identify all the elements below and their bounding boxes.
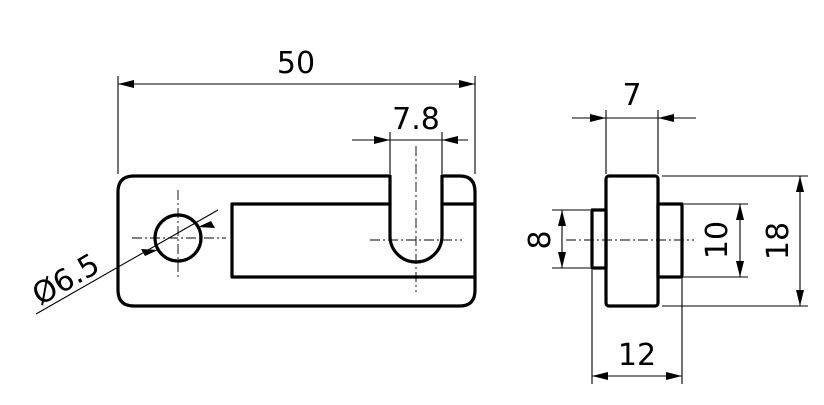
arrow-7-left — [590, 114, 606, 122]
side-view-boss-left — [590, 208, 608, 270]
side-view: 7 8 10 18 12 — [523, 78, 808, 384]
dim-overall-length: 50 — [277, 46, 315, 81]
arrow-12-right — [666, 372, 682, 380]
arrow-8-top — [558, 210, 566, 226]
arrow-7-8-left — [374, 136, 390, 144]
arrow-7-8-right — [442, 136, 458, 144]
dim-boss-inner: 8 — [523, 230, 558, 249]
dim-thickness: 7 — [622, 78, 641, 113]
arrow-18-bottom — [796, 290, 804, 306]
front-view: 50 7.8 Ø6.5 — [27, 46, 477, 315]
arrow-18-top — [796, 176, 804, 192]
arrow-50-right — [459, 80, 475, 88]
dim-overall-width: 12 — [618, 338, 656, 373]
side-view-boss-right — [656, 202, 684, 279]
arrow-10-top — [736, 204, 744, 220]
recess-outline — [230, 202, 477, 279]
arrow-12-left — [592, 372, 608, 380]
arrow-hole-2 — [198, 221, 215, 228]
leader-hole — [35, 209, 219, 315]
dim-boss-outer: 10 — [700, 221, 735, 259]
arrow-10-bottom — [736, 261, 744, 277]
dim-hole-diameter: Ø6.5 — [27, 247, 106, 313]
arrow-hole-1 — [141, 249, 158, 256]
dim-slot-width: 7.8 — [392, 102, 440, 137]
arrow-50-left — [118, 80, 134, 88]
side-view-plate — [604, 174, 660, 308]
dim-height: 18 — [761, 222, 796, 260]
arrow-8-bottom — [558, 252, 566, 268]
front-view-outline — [116, 174, 477, 308]
arrow-7-right — [658, 114, 674, 122]
